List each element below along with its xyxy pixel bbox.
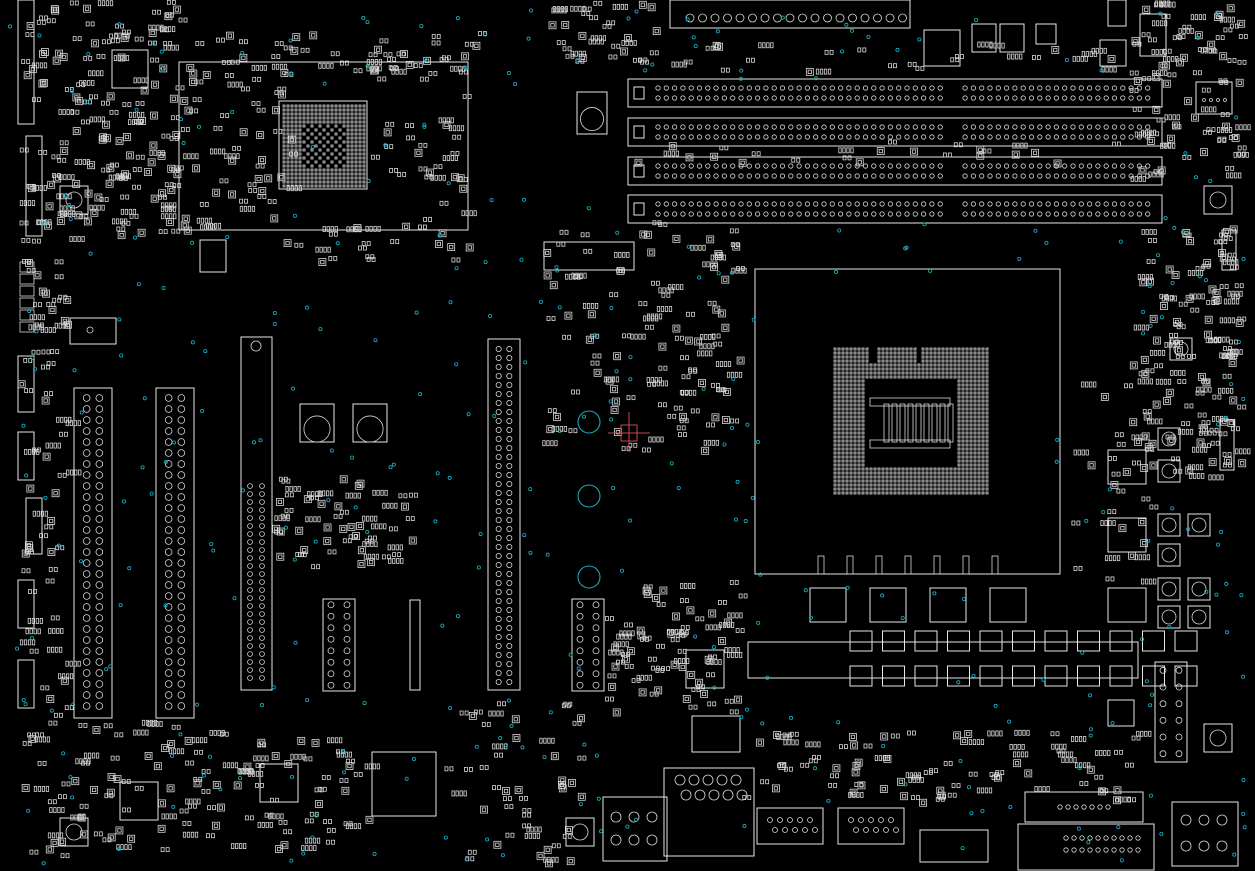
dimm-slot-1[interactable] — [627, 78, 1163, 108]
cursor-crosshair-marker — [608, 412, 650, 452]
chipset-bga[interactable] — [178, 61, 469, 231]
pin-header-c[interactable] — [1154, 661, 1188, 763]
cpu-center-pads — [869, 397, 954, 449]
right-vrm-cluster — [1157, 81, 1233, 629]
dimm-slot-4[interactable] — [627, 194, 1163, 224]
vrm-bar — [747, 641, 1139, 679]
pin-header-b[interactable] — [571, 598, 605, 692]
electrolytic-caps — [59, 0, 1233, 847]
pcie-slot-x1[interactable] — [240, 336, 273, 691]
expansion-slot-2[interactable] — [155, 387, 195, 719]
top-pin-header[interactable] — [669, 0, 911, 29]
pin-header-a[interactable] — [322, 598, 356, 692]
cpu-socket[interactable] — [754, 268, 1061, 575]
vias — [8, 8, 1247, 866]
cpu-pin-field — [833, 347, 989, 495]
vertical-connector — [409, 599, 421, 691]
expansion-slot-1[interactable] — [73, 387, 113, 719]
mounting-holes — [577, 410, 601, 589]
chipset-ball-grid — [282, 104, 366, 188]
pcie-slot-x16[interactable] — [487, 338, 521, 691]
rear-io-connectors[interactable] — [602, 715, 1239, 871]
smd-pads — [17, 0, 1251, 868]
vrm-choke-row — [809, 555, 1198, 687]
